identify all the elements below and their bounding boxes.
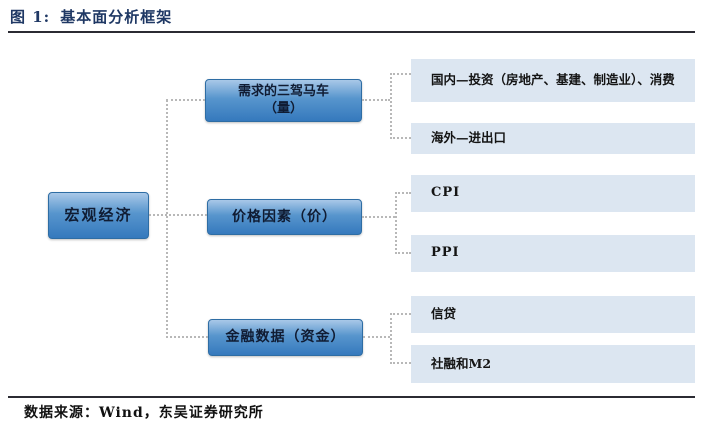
leaf-cpi: CPI	[411, 175, 695, 212]
connector-price-to-cpi	[395, 192, 411, 194]
connector-finance-to-socialfin	[390, 362, 411, 364]
connector-finance-stub	[363, 336, 390, 338]
connector-root-to-price	[149, 214, 207, 216]
connector-demand-to-domestic	[390, 73, 411, 75]
leaf-social-financing-m2: 社融和M2	[411, 345, 695, 383]
figure-number: 图 1:	[10, 8, 51, 26]
connector-finance-to-credit	[390, 313, 411, 315]
figure-caption: 图 1: 基本面分析框架	[10, 6, 172, 27]
connector-price-stub	[362, 216, 395, 218]
connector-demand-stub	[362, 99, 390, 101]
connector-root-to-finance	[166, 336, 208, 338]
data-source-note: 数据来源：Wind，东吴证券研究所	[24, 405, 264, 421]
caption-divider-line	[8, 31, 695, 33]
connector-price-to-ppi	[395, 252, 411, 254]
connector-demand-vertical	[390, 73, 392, 139]
connector-root-vertical	[166, 100, 168, 338]
connector-root-to-demand	[166, 99, 205, 101]
connector-price-vertical	[395, 192, 397, 254]
leaf-overseas-import-export: 海外—进出口	[411, 123, 695, 154]
node-macro-economy: 宏观经济	[48, 192, 149, 239]
leaf-credit: 信贷	[411, 296, 695, 333]
leaf-domestic-investment-consumption: 国内—投资（房地产、基建、制造业）、消费	[411, 59, 695, 102]
node-financial-data: 金融数据（资金）	[208, 319, 363, 356]
footer-divider-line	[8, 396, 695, 398]
node-demand-troika: 需求的三驾马车（量）	[205, 79, 362, 122]
figure-title: 基本面分析框架	[60, 8, 173, 26]
connector-demand-to-overseas	[390, 137, 411, 139]
connector-finance-vertical	[390, 313, 392, 364]
leaf-ppi: PPI	[411, 235, 695, 272]
node-price-factors: 价格因素（价）	[207, 199, 362, 235]
